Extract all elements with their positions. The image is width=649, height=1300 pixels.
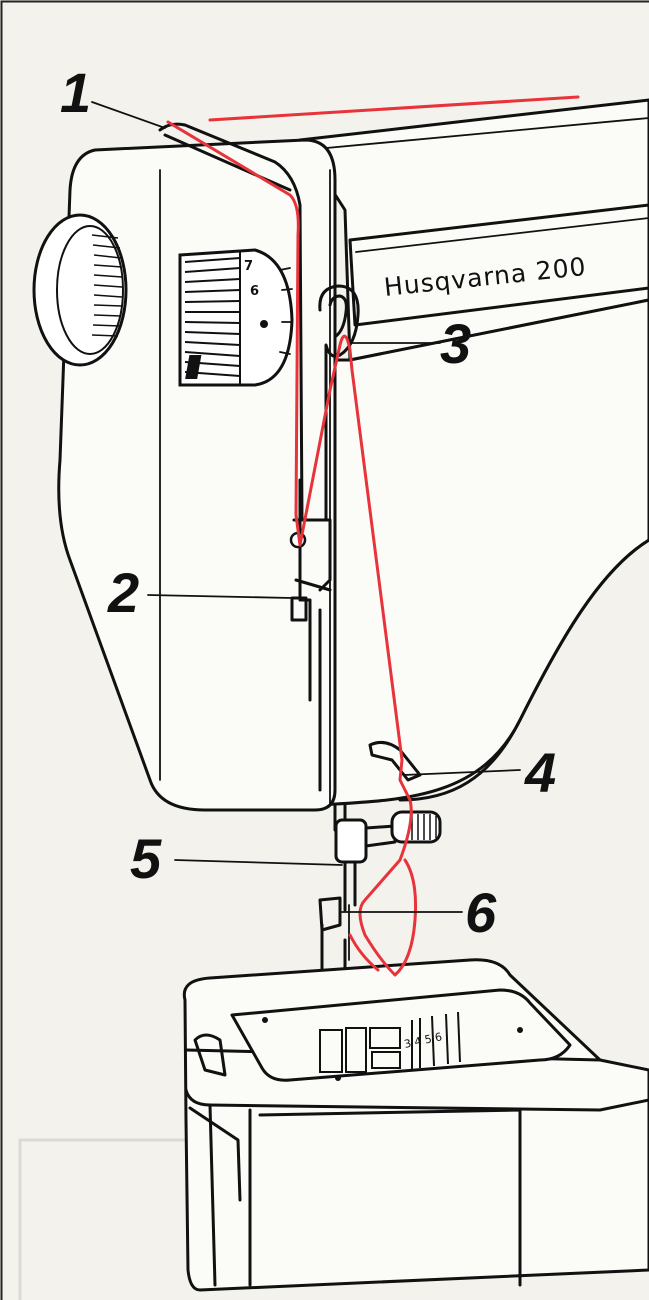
callout-2: 2	[107, 561, 139, 624]
callout-4: 4	[524, 741, 556, 804]
needle-clamp-screw[interactable]	[390, 810, 442, 844]
dial-indicator-mark	[185, 355, 202, 379]
dial-number-6: 6	[250, 284, 259, 299]
machine-head: Husqvarna 200	[298, 98, 649, 362]
needle-bar-assembly	[310, 803, 442, 1007]
callout-5: 5	[130, 827, 162, 890]
dial-dot-marker	[260, 320, 268, 328]
machine-bed: 3 4 5 6	[182, 958, 649, 1292]
callout-3: 3	[440, 312, 471, 375]
brand-panel	[348, 203, 649, 327]
tension-dial[interactable]: 7 6	[178, 248, 294, 387]
handwheel-knob[interactable]	[32, 213, 128, 367]
dial-number-7: 7	[244, 259, 253, 274]
callout-6: 6	[465, 881, 497, 944]
upper-thread-path	[166, 95, 580, 977]
callout-1: 1	[60, 61, 91, 124]
thread-guide-hook	[318, 284, 360, 522]
leader-lines	[91, 101, 521, 913]
